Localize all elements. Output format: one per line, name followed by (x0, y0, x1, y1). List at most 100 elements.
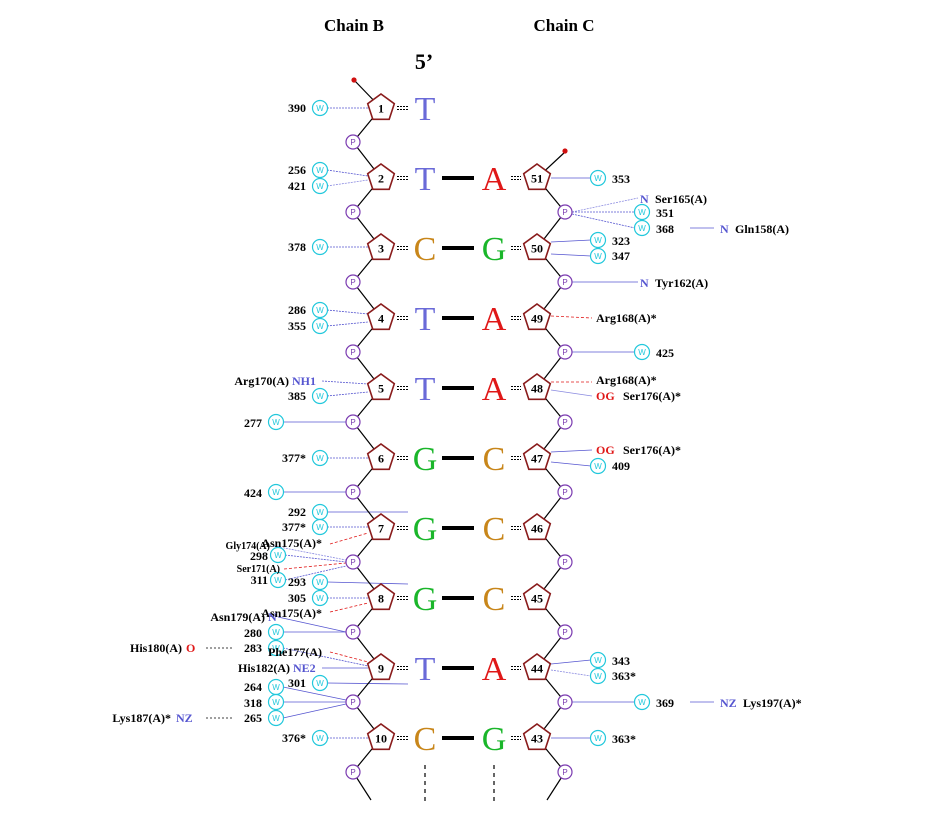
chain-b-header: Chain B (324, 16, 384, 35)
water-label: W (316, 243, 324, 252)
chain-c-base: G (482, 721, 507, 758)
chain-b-sugar (366, 723, 396, 751)
chain-b-sugar (366, 163, 396, 191)
phosphate-label: P (562, 558, 567, 567)
water-number: 280 (244, 626, 262, 640)
phosphate-icon (557, 274, 573, 290)
water-icon (311, 518, 329, 536)
water-number: 311 (251, 573, 268, 587)
phosphate-label: P (562, 208, 567, 217)
chain-c-base: A (482, 301, 507, 338)
phosphate-icon (345, 624, 361, 640)
residue-label: Ser171(A) (237, 564, 280, 575)
phosphate-label: P (350, 768, 355, 777)
chain-b-base: T (415, 91, 436, 128)
contact-line (326, 391, 369, 397)
residue-number: 48 (531, 382, 543, 396)
phosphate-label: P (562, 418, 567, 427)
phosphate-label: P (350, 278, 355, 287)
residue-label: Phe177(A) (268, 645, 322, 659)
phosphate-label: P (350, 558, 355, 567)
water-label: W (274, 551, 282, 560)
contact-line (326, 309, 369, 315)
residue-label: His180(A) (130, 641, 182, 655)
chain-b-base: G (413, 441, 438, 478)
water-label: W (316, 182, 324, 191)
chain-b-sugar (366, 513, 396, 541)
water-label: W (316, 679, 324, 688)
water-icon (311, 573, 329, 591)
water-number: 421 (288, 179, 306, 193)
contact-line (550, 449, 593, 453)
contact-line (326, 169, 369, 177)
water-icon (311, 301, 329, 319)
phosphate-label: P (350, 698, 355, 707)
residue-number: 43 (531, 732, 543, 746)
residue-number: 9 (378, 662, 384, 676)
five-prime-label: 5’ (415, 49, 433, 74)
atom-label: OG (596, 389, 615, 403)
water-number: 283 (244, 641, 262, 655)
water-icon (311, 729, 329, 747)
phosphate-icon (345, 274, 361, 290)
water-icon (311, 99, 329, 117)
water-label: W (594, 462, 602, 471)
residue-number: 7 (378, 522, 384, 536)
water-label: W (594, 672, 602, 681)
chain-b-base: T (415, 301, 436, 338)
water-icon (311, 589, 329, 607)
contact-line (329, 532, 369, 545)
chain-b-base: G (413, 581, 438, 618)
residue-label: Ser176(A)* (623, 443, 681, 457)
residue-number: 47 (531, 452, 543, 466)
water-number: 376* (282, 731, 306, 745)
water-label: W (316, 392, 324, 401)
chain-b-sugar (366, 583, 396, 611)
water-number: 355 (288, 319, 306, 333)
water-number: 305 (288, 591, 306, 605)
residue-number: 2 (378, 172, 384, 186)
residue-label: Asn175(A)* (261, 536, 322, 550)
water-icon (269, 571, 287, 589)
water-label: W (594, 734, 602, 743)
terminal-oxygen-icon (562, 148, 568, 154)
contact-line (284, 554, 347, 563)
chain-c-sugar (522, 653, 552, 681)
contact-line (282, 686, 347, 701)
water-number: 323 (612, 234, 630, 248)
chain-c-sugar (522, 443, 552, 471)
chain-c-base: C (483, 511, 506, 548)
contact-line (571, 197, 639, 213)
chain-c-base: C (483, 441, 506, 478)
contact-line (283, 562, 347, 570)
water-icon (633, 343, 651, 361)
chain-b-sugar (366, 653, 396, 681)
chain-b-sugar (366, 233, 396, 261)
phosphate-label: P (350, 138, 355, 147)
residue-label: Gly174(A) (226, 541, 270, 552)
water-number: 363* (612, 669, 636, 683)
contact-line (284, 565, 347, 581)
water-number: 353 (612, 172, 630, 186)
water-icon (589, 169, 607, 187)
water-number: 277 (244, 416, 262, 430)
water-label: W (272, 683, 280, 692)
residue-number: 8 (378, 592, 384, 606)
atom-label: NE2 (293, 661, 316, 675)
water-label: W (316, 523, 324, 532)
residue-number: 3 (378, 242, 384, 256)
water-label: W (274, 576, 282, 585)
phosphate-label: P (562, 488, 567, 497)
chain-c-sugar (522, 583, 552, 611)
atom-label: NZ (176, 711, 193, 725)
residue-label: Arg168(A)* (596, 373, 657, 387)
water-number: 409 (612, 459, 630, 473)
water-icon (633, 693, 651, 711)
chain-c-base: A (482, 371, 507, 408)
phosphate-icon (557, 694, 573, 710)
water-label: W (316, 454, 324, 463)
water-number: 264 (244, 680, 262, 694)
residue-label: Ser176(A)* (623, 389, 681, 403)
water-number: 256 (288, 163, 306, 177)
residue-label: Asn179(A) (210, 610, 265, 624)
